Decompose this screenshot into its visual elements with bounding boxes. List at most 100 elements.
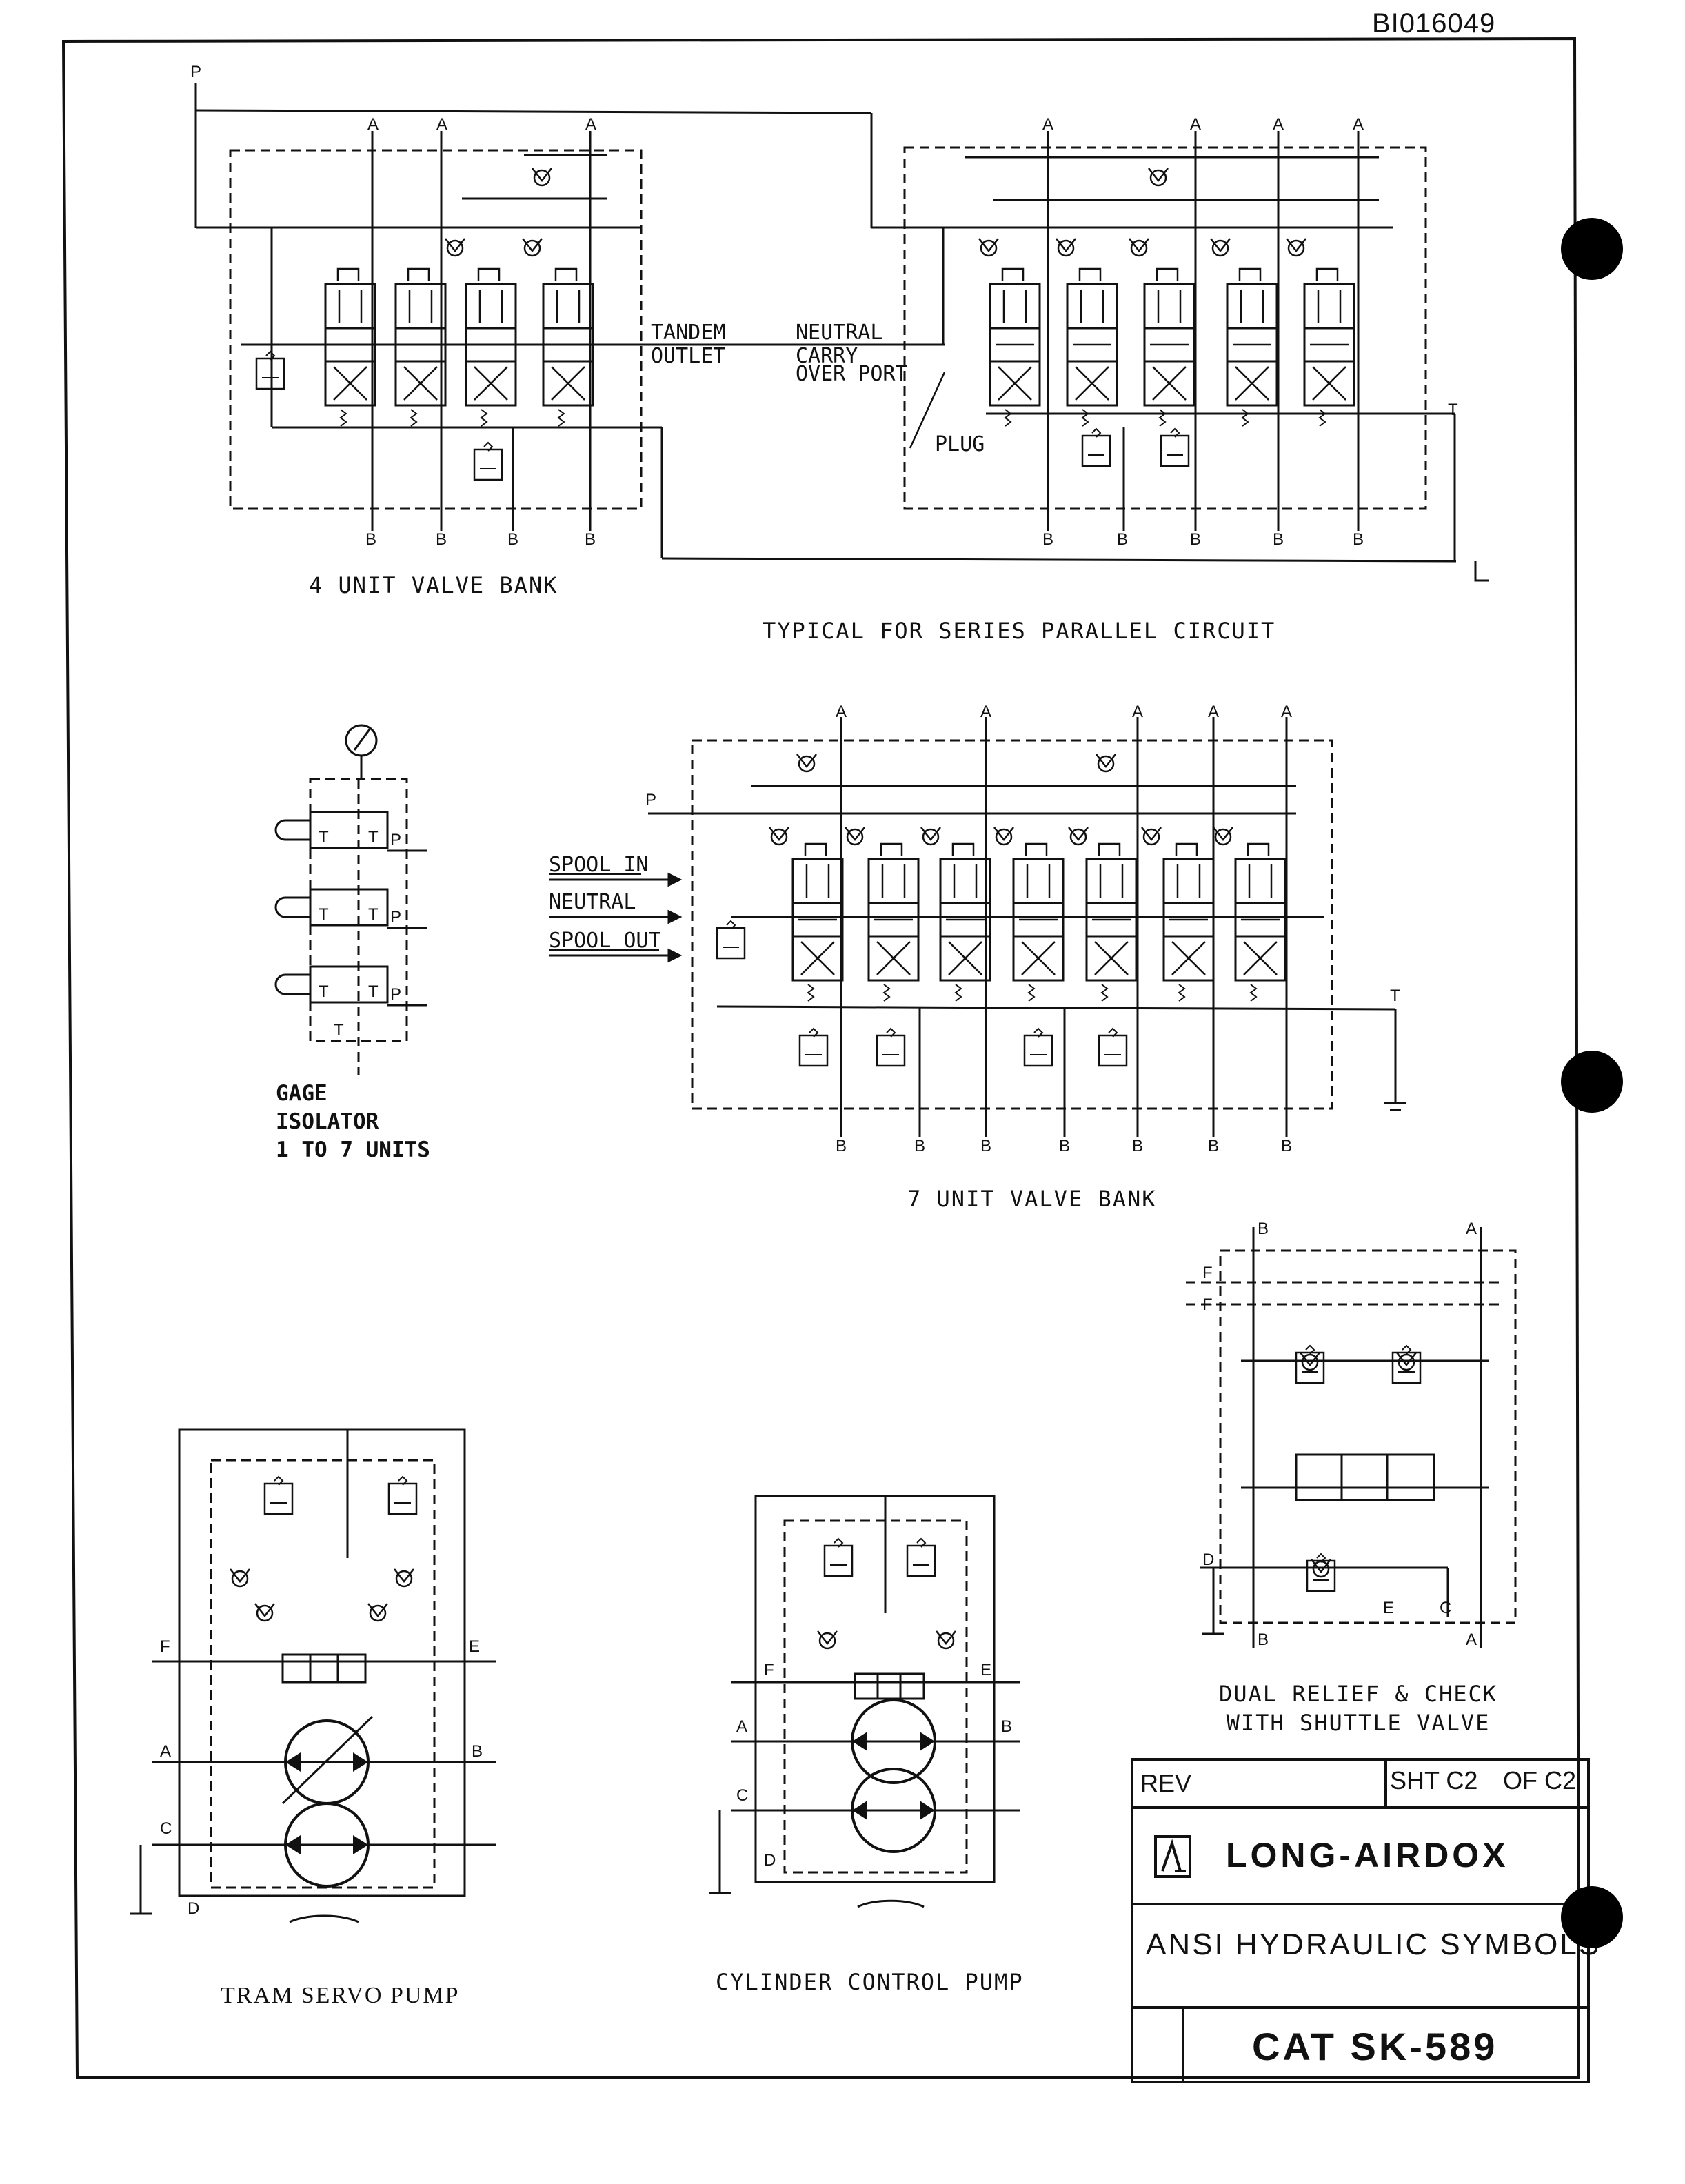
svg-text:F: F [1202, 1295, 1213, 1314]
series-caption: TYPICAL FOR SERIES PARALLEL CIRCUIT [763, 618, 1276, 644]
svg-text:E: E [980, 1661, 991, 1679]
svg-text:B: B [1117, 530, 1128, 549]
svg-text:A: A [1042, 115, 1053, 134]
svg-text:A: A [585, 115, 596, 134]
svg-text:A: A [436, 115, 447, 134]
svg-text:P: P [390, 831, 401, 849]
gage-caption-line: 1 TO 7 UNITS [276, 1138, 430, 1162]
document-id: BI016049 [1372, 8, 1496, 39]
gage-caption-line: ISOLATOR [276, 1109, 379, 1134]
svg-text:PLUG: PLUG [935, 432, 985, 456]
svg-text:A: A [1281, 702, 1292, 721]
svg-text:P: P [645, 791, 656, 809]
series-parallel-valve-bank: A A A A B B B B B T NEUTRAL CARRY OVER P… [796, 115, 1489, 582]
svg-text:B: B [1042, 530, 1053, 549]
svg-text:TANDEM: TANDEM [651, 321, 725, 345]
long-airdox-logo-icon [1154, 1835, 1191, 1878]
svg-text:B: B [1059, 1137, 1070, 1155]
svg-text:T: T [1390, 987, 1400, 1005]
svg-text:NEUTRAL: NEUTRAL [549, 890, 636, 914]
drawing-title: ANSI HYDRAULIC SYMBOLS [1146, 1928, 1602, 1961]
dual-relief-caption: DUAL RELIEF & CHECK WITH SHUTTLE VALVE [1219, 1679, 1497, 1737]
svg-text:A: A [1273, 115, 1284, 134]
svg-text:F: F [160, 1637, 170, 1656]
svg-text:F: F [764, 1661, 774, 1679]
svg-text:P: P [390, 985, 401, 1004]
svg-text:B: B [1281, 1137, 1292, 1155]
svg-text:T: T [368, 982, 379, 1001]
svg-text:B: B [436, 530, 447, 549]
svg-text:A: A [367, 115, 379, 134]
catalog-number: CAT SK-589 [1252, 2025, 1498, 2068]
sheet-border [61, 37, 1581, 2079]
svg-text:A: A [980, 702, 991, 721]
dual-relief-caption-line: DUAL RELIEF & CHECK [1219, 1681, 1498, 1707]
svg-text:A: A [1132, 702, 1143, 721]
binder-hole [1561, 1886, 1623, 1948]
gage-caption-line: GAGE [276, 1081, 327, 1106]
svg-text:A: A [1190, 115, 1201, 134]
svg-text:SPOOL IN: SPOOL IN [549, 853, 649, 877]
svg-text:B: B [472, 1742, 483, 1761]
svg-text:A: A [1208, 702, 1219, 721]
svg-text:A: A [160, 1742, 171, 1761]
svg-text:A: A [1466, 1220, 1477, 1238]
svg-text:C: C [736, 1786, 748, 1805]
dual-relief-check-shuttle: B A F F D E C B A [1186, 1220, 1517, 1649]
svg-text:E: E [469, 1637, 480, 1656]
svg-text:C: C [160, 1819, 172, 1838]
svg-text:A: A [836, 702, 847, 721]
svg-text:T: T [319, 982, 329, 1001]
rev-label: REV [1140, 1769, 1192, 1797]
cylinder-caption: CYLINDER CONTROL PUMP [716, 1969, 1024, 1995]
svg-text:A: A [736, 1717, 747, 1736]
svg-text:T: T [368, 905, 379, 924]
svg-text:B: B [1273, 530, 1284, 549]
sheet-total: OF C2 [1503, 1766, 1577, 1794]
svg-text:T: T [1448, 401, 1458, 419]
binder-hole [1561, 218, 1623, 280]
svg-text:B: B [507, 530, 518, 549]
sheet-number: SHT C2 [1390, 1766, 1478, 1794]
bank4-caption: 4 UNIT VALVE BANK [309, 572, 558, 598]
svg-text:B: B [1132, 1137, 1143, 1155]
four-unit-valve-bank: P A A A B B [190, 63, 1457, 563]
svg-text:B: B [1190, 530, 1201, 549]
gage-isolator: T T P T T P T T P T [274, 724, 427, 1075]
svg-text:B: B [1353, 530, 1364, 549]
svg-text:NEUTRAL: NEUTRAL [796, 321, 882, 345]
svg-text:B: B [1208, 1137, 1219, 1155]
svg-text:E: E [1383, 1599, 1394, 1617]
svg-text:B: B [1001, 1717, 1012, 1736]
tram-caption: TRAM SERVO PUMP [221, 1983, 460, 2008]
svg-text:OUTLET: OUTLET [651, 344, 725, 368]
svg-text:C: C [1440, 1599, 1451, 1617]
svg-text:B: B [585, 530, 596, 549]
svg-text:D: D [1202, 1550, 1214, 1569]
svg-text:B: B [1258, 1630, 1269, 1649]
company-name: LONG-AIRDOX [1226, 1836, 1509, 1874]
svg-text:CARRY: CARRY [796, 344, 858, 368]
svg-text:B: B [836, 1137, 847, 1155]
svg-text:A: A [1466, 1630, 1477, 1649]
gage-caption: GAGE ISOLATOR 1 TO 7 UNITS [276, 1080, 430, 1164]
svg-text:B: B [1258, 1220, 1269, 1238]
svg-text:P: P [190, 63, 201, 81]
svg-text:T: T [368, 828, 379, 847]
svg-text:SPOOL OUT: SPOOL OUT [549, 929, 661, 953]
cylinder-control-pump: F E A B C D [709, 1495, 1020, 1908]
svg-text:OVER PORT: OVER PORT [796, 362, 908, 386]
svg-text:A: A [1353, 115, 1364, 134]
svg-text:F: F [1202, 1264, 1213, 1282]
svg-text:P: P [390, 908, 401, 927]
svg-text:T: T [319, 828, 329, 847]
svg-text:D: D [764, 1851, 776, 1870]
svg-text:T: T [319, 905, 329, 924]
svg-text:B: B [914, 1137, 925, 1155]
bank7-caption: 7 UNIT VALVE BANK [907, 1186, 1157, 1212]
svg-text:D: D [188, 1899, 199, 1918]
svg-text:B: B [365, 530, 376, 549]
tram-servo-pump: F E A B C D [130, 1428, 496, 1923]
title-block [1131, 1758, 1590, 2083]
